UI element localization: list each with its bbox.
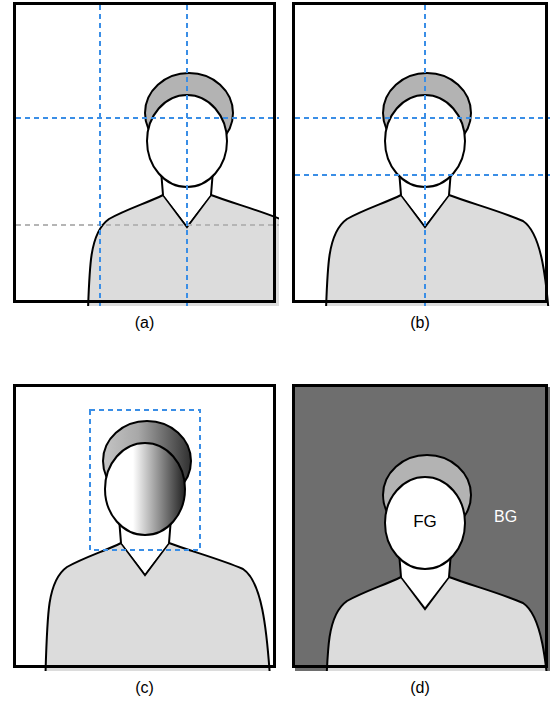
face-box (90, 410, 200, 550)
image-panel: (a) (13, 2, 276, 303)
grid-line (99, 5, 101, 306)
person-figure (325, 455, 550, 671)
panel-a-art (16, 5, 279, 306)
region-label: BG (494, 508, 517, 526)
person-figure (45, 421, 271, 671)
image-panel: BG(d)FG (292, 384, 548, 668)
grid-line (186, 5, 188, 306)
panel-c-art (45, 410, 271, 671)
grid-line (16, 224, 279, 226)
face-region: FG (385, 474, 465, 566)
grid-line (295, 117, 550, 119)
person-figure (87, 73, 279, 306)
image-panel: (c) (13, 384, 276, 668)
person-figure (325, 73, 550, 306)
panel-caption: (c) (16, 679, 273, 697)
grid-line (16, 117, 279, 119)
panel-b-art (295, 5, 550, 306)
grid-line (295, 174, 550, 176)
torso (45, 543, 271, 671)
face (105, 443, 185, 535)
panel-caption: (b) (295, 314, 545, 332)
image-panel: (b) (292, 2, 548, 303)
grid-line (424, 5, 426, 306)
panel-caption: (d) (295, 679, 545, 697)
region-label: FG (413, 512, 437, 532)
panel-d-art (295, 387, 550, 671)
panel-caption: (a) (16, 314, 273, 332)
